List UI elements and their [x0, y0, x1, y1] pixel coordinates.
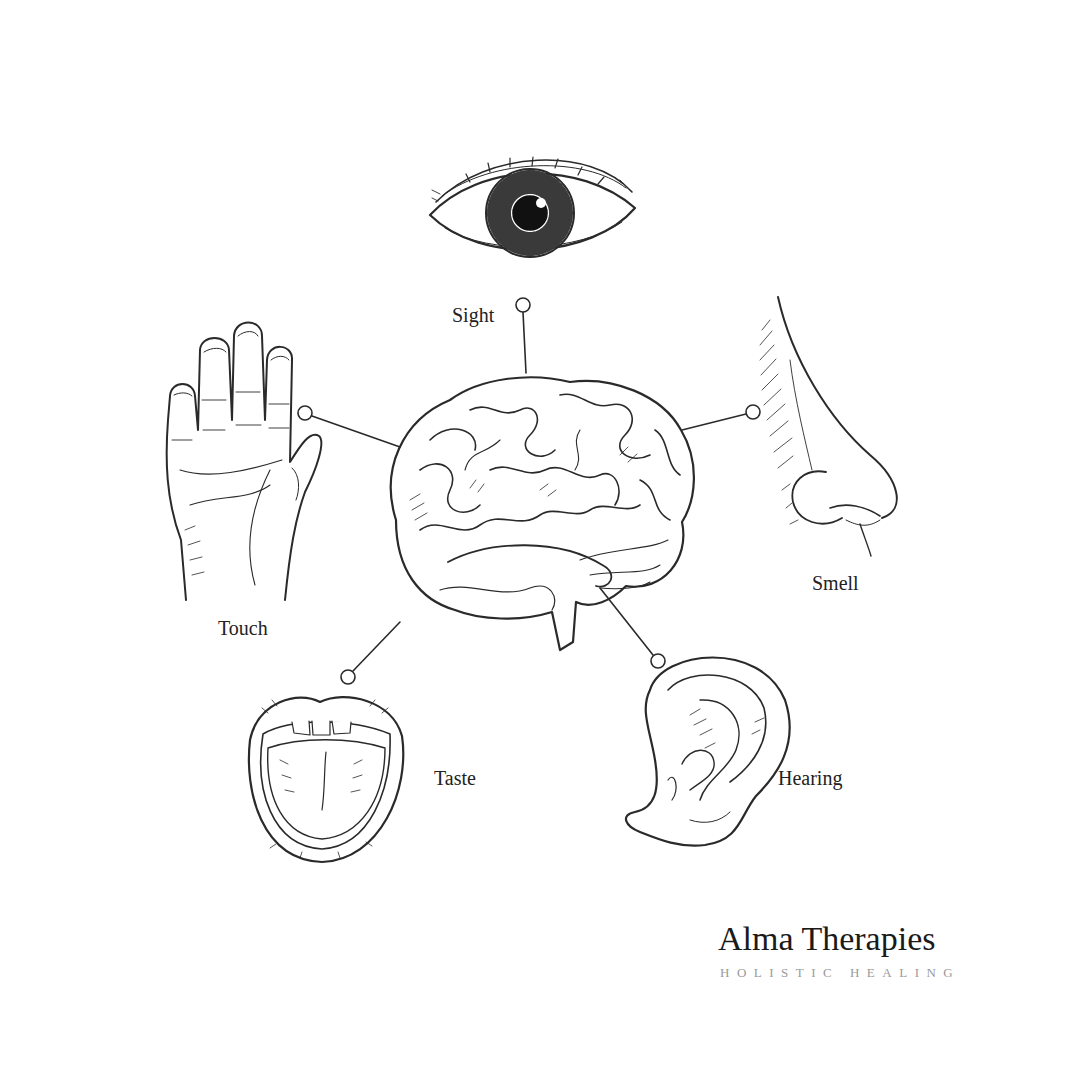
- hand-drawing: [174, 332, 289, 397]
- sense-label: Taste: [434, 767, 476, 789]
- hand-drawing: [250, 470, 270, 585]
- nose-drawing: [760, 320, 798, 524]
- brain-drawing: [560, 394, 650, 458]
- ear-drawing: [626, 658, 790, 846]
- sense-label: Smell: [812, 572, 859, 594]
- mouth-drawing: [280, 760, 362, 792]
- nose-drawing: [778, 297, 897, 518]
- ear-drawing: [668, 777, 676, 800]
- leader-line: [682, 414, 746, 430]
- brain-drawing: [420, 505, 640, 530]
- mouth-drawing: [268, 740, 385, 839]
- nose-drawing: [792, 471, 842, 523]
- ear-drawing: [668, 675, 766, 782]
- hand-drawing: [167, 323, 322, 601]
- ear-drawing: [682, 750, 714, 790]
- leader-line: [600, 588, 653, 655]
- ear-drawing: [700, 700, 739, 800]
- hand-drawing: [185, 526, 204, 575]
- eye-drawing: [499, 182, 561, 244]
- leader-line: [298, 406, 312, 420]
- mouth-drawing: [262, 700, 388, 858]
- eye-drawing: [536, 198, 546, 208]
- leader-line: [746, 405, 760, 419]
- leader-line: [516, 298, 530, 312]
- hand-drawing: [180, 460, 282, 474]
- brain-drawing: [465, 430, 580, 470]
- hand-drawing: [292, 468, 299, 500]
- brain-drawing: [580, 540, 668, 589]
- brain-drawing: [391, 377, 694, 650]
- mouth-drawing: [249, 697, 403, 862]
- eye-drawing: [432, 180, 624, 201]
- nose-drawing: [830, 505, 880, 516]
- mouth-drawing: [261, 722, 390, 849]
- eye-drawing: [430, 157, 635, 257]
- leader-line: [312, 416, 400, 447]
- sense-label: Hearing: [778, 767, 842, 789]
- eye-drawing: [430, 174, 635, 250]
- brain-drawing: [391, 377, 694, 650]
- sense-label: Sight: [452, 304, 494, 326]
- leader-line: [651, 654, 665, 668]
- nose-drawing: [846, 520, 880, 525]
- ear-drawing: [690, 709, 764, 748]
- eye-drawing: [466, 157, 604, 184]
- leader-line: [298, 298, 760, 684]
- hand-drawing: [167, 323, 322, 601]
- hand-drawing: [190, 485, 270, 505]
- eye-drawing: [513, 196, 547, 230]
- nose-drawing: [760, 297, 897, 556]
- ear-drawing: [626, 658, 790, 846]
- mouth-drawing: [292, 721, 351, 735]
- brain-drawing: [420, 429, 480, 512]
- leader-line: [341, 670, 355, 684]
- brand-name: Alma Therapies: [718, 920, 935, 957]
- illustration: [167, 157, 897, 862]
- leader-line: [353, 622, 400, 671]
- sense-label: Touch: [218, 617, 268, 639]
- brain-drawing: [490, 467, 619, 505]
- nose-drawing: [860, 524, 871, 556]
- brand-tagline: HOLISTIC HEALING: [720, 966, 960, 980]
- brain-drawing: [440, 586, 555, 610]
- leader-line: [523, 312, 526, 373]
- mouth-drawing: [322, 752, 326, 810]
- nose-drawing: [790, 360, 812, 470]
- brain-drawing: [470, 407, 555, 456]
- brain-drawing: [410, 447, 637, 520]
- ear-drawing: [690, 812, 730, 822]
- brain-drawing: [448, 545, 611, 586]
- eye-drawing: [486, 169, 574, 257]
- mouth-drawing: [249, 697, 403, 862]
- hand-drawing: [172, 392, 289, 440]
- brain-drawing: [640, 430, 680, 520]
